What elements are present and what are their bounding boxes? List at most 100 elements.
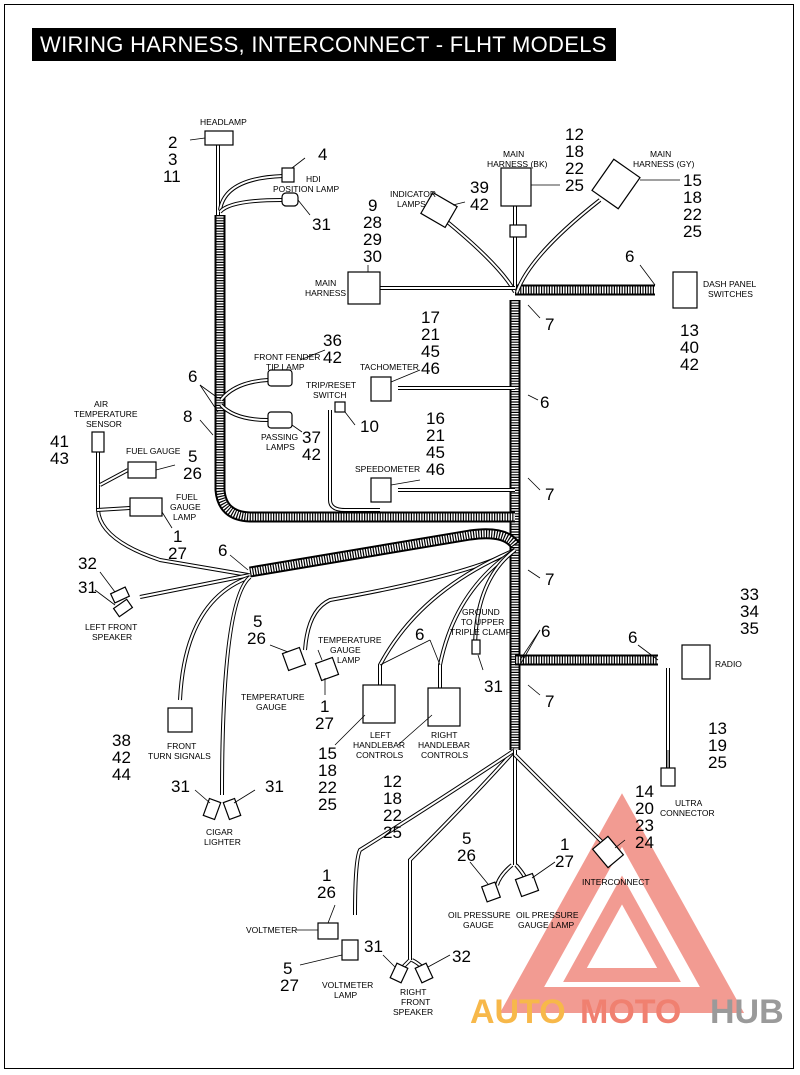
callout-dash-3: 42 — [680, 355, 699, 374]
oil-gauge-connector — [480, 881, 502, 903]
callout-dash-2: 40 — [680, 338, 699, 357]
callout-main-3: 29 — [363, 230, 382, 249]
callout-lh-3: 22 — [318, 778, 337, 797]
trip-switch-connector — [334, 401, 346, 413]
turn-signals-connector — [167, 707, 193, 733]
callout-speedo-2: 21 — [426, 426, 445, 445]
label-ultra-1: ULTRA — [675, 798, 703, 808]
tachometer-connector — [370, 376, 392, 402]
callout-hdi-4: 4 — [318, 145, 327, 164]
left-front-loom — [249, 528, 520, 578]
callout-6-radio: 6 — [628, 628, 637, 647]
oil-lamp-connector — [514, 872, 540, 898]
label-fuel-lamp-2: GAUGE — [170, 502, 201, 512]
hdi-connector-31 — [281, 192, 299, 207]
callout-interconnect-1: 14 — [635, 782, 654, 801]
label-rf-2: FRONT — [401, 997, 430, 1007]
label-radio: RADIO — [715, 659, 742, 669]
callout-temp-gauge-1: 1 — [320, 697, 329, 716]
label-ground-3: TRIPLE CLAMP — [450, 627, 512, 637]
callout-temp-lamp-1: 5 — [253, 612, 262, 631]
label-turn-2: TURN SIGNALS — [148, 751, 211, 761]
label-passing-1: PASSING — [261, 432, 298, 442]
rf-speaker-connector-32 — [414, 962, 434, 984]
voltmeter-connector — [317, 922, 339, 940]
callout-ultra-3: 25 — [708, 753, 727, 772]
callout-tach-4: 46 — [421, 359, 440, 378]
main-harness-connector — [347, 271, 381, 305]
callout-rh-4: 25 — [383, 823, 402, 842]
label-air-3: SENSOR — [86, 419, 122, 429]
callout-oil-gauge-1: 5 — [462, 829, 471, 848]
callout-dash-1: 13 — [680, 321, 699, 340]
callout-6-mid: 6 — [218, 541, 227, 560]
label-temp-gauge-1: TEMPERATURE — [241, 692, 305, 702]
label-ground-1: GROUND — [462, 607, 500, 617]
callout-radio-1: 33 — [740, 585, 759, 604]
label-temp-lamp-1: TEMPERATURE — [318, 635, 382, 645]
callout-main-bk-1: 12 — [565, 125, 584, 144]
callout-main-bk-2: 18 — [565, 142, 584, 161]
component-labels: HEADLAMP HDI POSITION LAMP INDICATOR LAM… — [74, 117, 756, 1017]
label-temp-lamp-3: LAMP — [337, 655, 360, 665]
callout-main-bk-4: 25 — [565, 176, 584, 195]
callout-passing-1: 37 — [302, 428, 321, 447]
label-interconnect: INTERCONNECT — [582, 877, 650, 887]
headlamp-connector — [204, 130, 234, 146]
callout-indicator-1: 39 — [470, 178, 489, 197]
callout-tach-3: 45 — [421, 342, 440, 361]
left-loop-loom — [214, 215, 515, 523]
label-air-2: TEMPERATURE — [74, 409, 138, 419]
callout-turn-1: 38 — [112, 731, 131, 750]
left-handlebar-connector — [362, 684, 396, 724]
label-tach: TACHOMETER — [360, 362, 419, 372]
ground-connector — [471, 639, 481, 655]
callout-6-tach: 6 — [540, 393, 549, 412]
watermark-logo — [499, 793, 745, 1013]
rf-speaker-connector-31 — [389, 962, 409, 984]
fuel-lamp-connector — [129, 497, 163, 517]
callout-ground-31: 31 — [484, 677, 503, 696]
radio-connector — [681, 644, 711, 680]
wires — [96, 143, 670, 972]
label-fender-1: FRONT FENDER — [254, 352, 320, 362]
callout-radio-3: 35 — [740, 619, 759, 638]
label-dash-2: SWITCHES — [708, 289, 753, 299]
callout-7-d: 7 — [545, 692, 554, 711]
diagram-title: WIRING HARNESS, INTERCONNECT - FLHT MODE… — [32, 28, 616, 61]
callout-ultra-2: 19 — [708, 736, 727, 755]
callout-volt-lamp-2: 27 — [280, 976, 299, 995]
callout-speedo-3: 45 — [426, 443, 445, 462]
fender-tip-connector — [267, 369, 293, 387]
callout-passing-2: 42 — [302, 445, 321, 464]
label-passing-2: LAMPS — [266, 442, 295, 452]
callout-volt-lamp-1: 5 — [283, 959, 292, 978]
watermark-text-auto: AUTO — [470, 993, 566, 1031]
callout-hdi-31: 31 — [312, 215, 331, 234]
callout-headlamp-1: 2 — [168, 133, 177, 152]
speedometer-connector — [370, 477, 392, 503]
main-bk-boot — [509, 224, 527, 238]
callout-indicator-2: 42 — [470, 195, 489, 214]
label-main-bk-2: HARNESS (BK) — [487, 159, 548, 169]
callout-tach-2: 21 — [421, 325, 440, 344]
right-handlebar-connector — [427, 687, 461, 727]
callout-7-c: 7 — [545, 570, 554, 589]
interconnect-connector — [591, 835, 625, 869]
ultra-connector — [660, 767, 676, 787]
callout-oil-lamp-2: 27 — [555, 852, 574, 871]
label-lh-3: CONTROLS — [356, 750, 404, 760]
fuel-gauge-connector — [127, 461, 157, 479]
label-fuel-lamp-3: LAMP — [173, 512, 196, 522]
callout-voltmeter-2: 26 — [317, 883, 336, 902]
connectors — [91, 130, 711, 984]
label-air-1: AIR — [94, 399, 108, 409]
label-voltmeter: VOLTMETER — [246, 925, 297, 935]
lf-speaker-connector-32 — [109, 586, 131, 604]
lf-speaker-connector-31 — [112, 598, 134, 618]
callout-lf-31: 31 — [78, 578, 97, 597]
callout-main-gy-2: 18 — [683, 188, 702, 207]
callout-speedo-4: 46 — [426, 460, 445, 479]
label-main-gy-1: MAIN — [650, 149, 671, 159]
callout-trip-10: 10 — [360, 417, 379, 436]
